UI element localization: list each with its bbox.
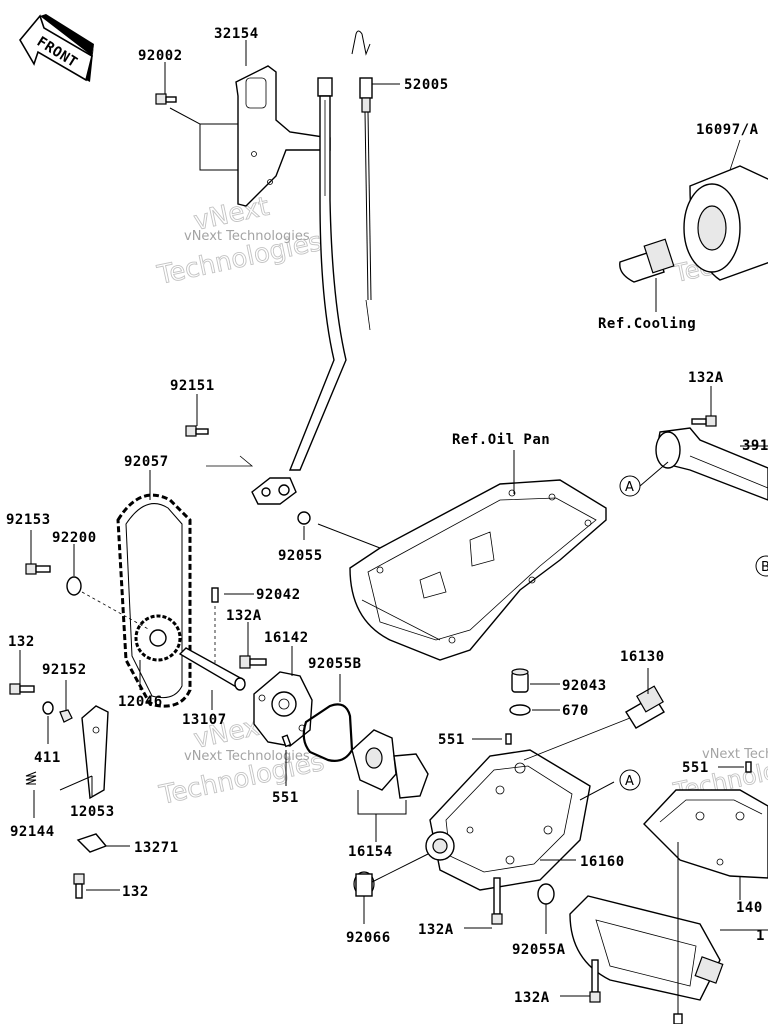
label-16130: 16130 [620,649,665,665]
label-132-left: 132 [8,634,35,650]
sprocket-12046 [134,614,182,662]
spring-92144 [25,771,37,785]
marker-a-center-text: A [625,774,634,789]
marker-a-left-text: A [625,480,634,495]
pin-551-right [745,761,752,773]
filter-fitting [619,238,675,312]
label-12046: 12046 [118,694,163,710]
bolt-132A-low [491,877,503,925]
front-arrow-badge: FRONT [19,14,94,82]
label-52005: 52005 [404,77,449,93]
watermark-small-4: vNext Technologies [702,747,768,762]
ref-cooling: Ref.Cooling [598,316,696,332]
pickup-pipe-391 [655,427,768,501]
washer-411 [42,701,54,715]
o-ring-92055A [537,883,555,905]
label-92043: 92043 [562,678,607,694]
tube-flange [251,477,297,505]
label-92042: 92042 [256,587,301,603]
washer-92200 [66,576,82,596]
label-16142: 16142 [264,630,309,646]
o-ring-92055 [297,511,311,525]
label-670: 670 [562,703,589,719]
label-13271: 13271 [134,840,179,856]
label-132A-low: 132A [418,922,454,938]
pin-551-center [505,733,512,745]
dipstick-tube [288,77,347,471]
oil-pan [317,479,607,661]
label-391: 391 [742,438,768,454]
bolt-132A-bottom [589,959,601,1003]
pin-551-left [281,734,292,748]
bolt-92151 [185,425,209,437]
label-32154: 32154 [214,26,259,42]
label-92153: 92153 [6,512,51,528]
label-551-center: 551 [438,732,465,748]
pump-housing-140 [643,789,768,1024]
bolt-92153 [25,563,51,575]
label-92200: 92200 [52,530,97,546]
pin-92042 [211,587,219,603]
marker-b: B [755,555,768,577]
bolt-132A-mid [239,655,267,669]
watermark-small-2: vNext Technologies [184,749,310,764]
label-411: 411 [34,750,61,766]
rotor-16154 [351,729,429,799]
label-12053: 12053 [70,804,115,820]
pump-body-16142 [253,671,313,747]
label-92055: 92055 [278,548,323,564]
shaft-13107 [178,647,246,691]
chain-92057 [116,493,192,708]
label-92055B: 92055B [308,656,362,672]
label-16160: 16160 [580,854,625,870]
watermark-small-1: vNext Technologies [184,229,310,244]
marker-b-text: B [761,560,768,575]
dipstick-52005 [351,30,373,331]
relief-valve-16130 [625,685,665,729]
label-132A-mid: 132A [226,608,262,624]
label-92151: 92151 [170,378,215,394]
label-13107: 13107 [182,712,227,728]
label-1-edge: 1 [756,928,765,944]
marker-a-left: A [619,475,641,497]
pin-92043 [511,668,529,693]
bolt-132-left [9,683,35,695]
gasket-92055B [302,703,354,762]
plug-92066 [353,871,375,897]
label-16097: 16097/A [696,122,759,138]
label-551-left: 551 [272,790,299,806]
plate-13271 [76,833,108,853]
pump-housing-16160 [425,749,591,891]
label-92144: 92144 [10,824,55,840]
marker-a-center: A [619,769,641,791]
o-ring-670 [509,704,531,716]
label-92055A: 92055A [512,942,566,958]
label-92066: 92066 [346,930,391,946]
label-92152: 92152 [42,662,87,678]
label-132A-bottom: 132A [514,990,550,1006]
watermark-top: vNext Technologies vNext Technologies [154,191,325,291]
label-132A-top: 132A [688,370,724,386]
bracket-32154 [235,65,331,207]
ref-oil-pan: Ref.Oil Pan [452,432,550,448]
bolt-132-bottom [73,873,85,899]
label-92057: 92057 [124,454,169,470]
label-16154: 16154 [348,844,393,860]
bolt-132A-top [691,415,717,427]
label-140: 140 [736,900,763,916]
nut-92152 [59,709,73,723]
label-132-bottom: 132 [122,884,149,900]
label-551-right: 551 [682,760,709,776]
bolt-92002 [155,93,177,105]
tensioner-12053 [81,705,109,800]
oil-filter-16097 [683,139,768,281]
label-92002: 92002 [138,48,183,64]
